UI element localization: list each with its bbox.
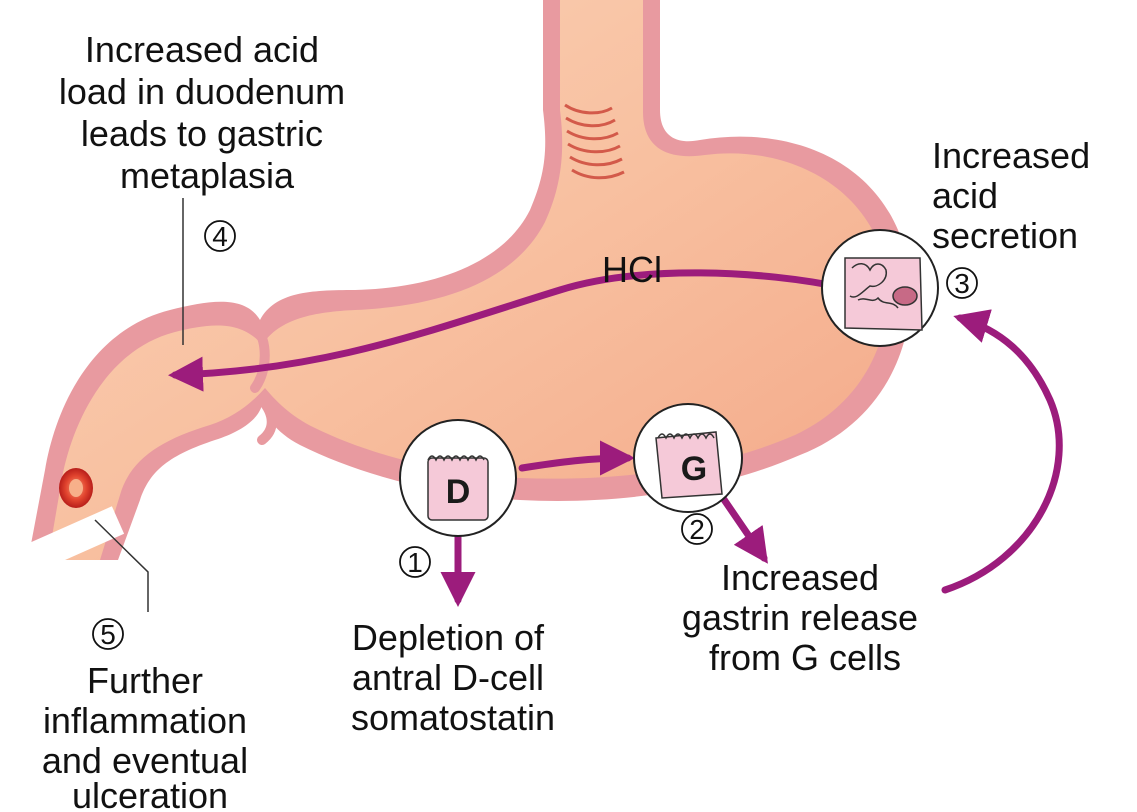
step3-label: Increased acid secretion [932,135,1100,256]
step-number-4: 4 [205,221,235,252]
svg-text:3: 3 [954,268,970,299]
step-number-1: 1 [400,547,430,578]
step5-label: Further inflammation and eventual ulcera… [42,660,258,812]
d-cell: D [400,420,516,536]
parietal-nucleus [893,287,917,305]
g-cell: G [634,404,742,512]
step-number-2: 2 [682,514,712,545]
step1-label: Depletion of antral D-cell somatostatin [351,617,555,738]
parietal-cell [822,230,938,346]
hcl-label: HCl [602,249,662,290]
g-cell-letter: G [681,450,707,488]
d-cell-letter: D [446,473,471,511]
step-number-5: 5 [93,619,123,650]
step-number-3: 3 [947,268,977,299]
svg-text:5: 5 [100,619,116,650]
svg-text:1: 1 [407,547,423,578]
gastrin-to-parietal-arrow [945,318,1059,590]
svg-text:4: 4 [212,221,228,252]
step2-label: Increased gastrin release from G cells [682,557,928,678]
svg-text:2: 2 [689,514,705,545]
step4-label: Increased acid load in duodenum leads to… [59,29,355,196]
ulcer-center [69,479,83,497]
